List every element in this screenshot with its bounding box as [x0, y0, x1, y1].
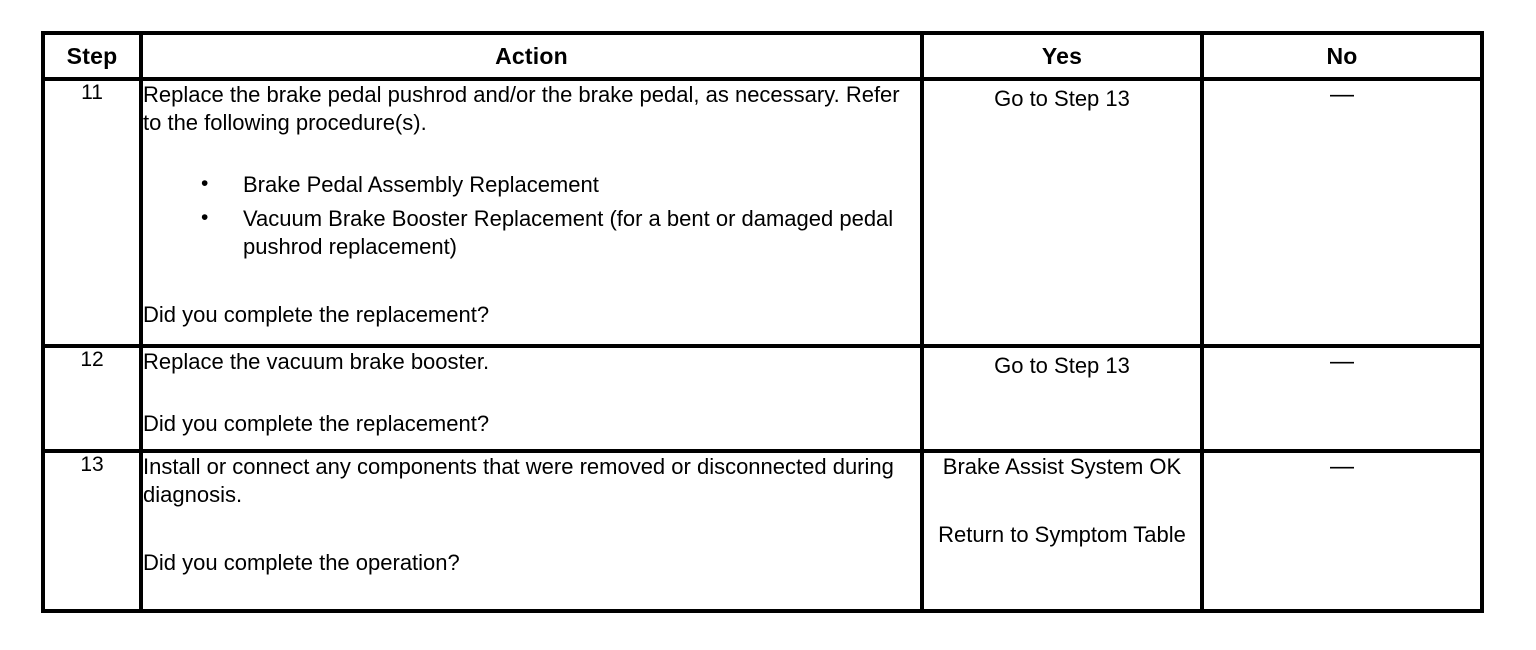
action-question-text: Did you complete the operation? — [143, 550, 460, 575]
diagnostic-steps-table: Step Action Yes No 11 Replace the brake … — [41, 31, 1484, 613]
procedure-list: Brake Pedal Assembly Replacement Vacuum … — [143, 170, 920, 261]
no-cell: — — [1200, 344, 1484, 453]
action-question-text: Did you complete the replacement? — [143, 411, 490, 436]
no-cell: — — [1200, 77, 1484, 348]
yes-result-text: Go to Step 13 — [994, 86, 1130, 111]
no-result-dash: — — [1330, 81, 1354, 108]
column-header-no: No — [1200, 31, 1484, 81]
yes-result-secondary-text: Return to Symptom Table — [938, 522, 1186, 547]
column-header-step: Step — [41, 31, 143, 81]
step-number-cell: 13 — [41, 449, 143, 613]
list-item: Vacuum Brake Booster Replacement (for a … — [201, 204, 920, 261]
table-header-row: Step Action Yes No — [41, 31, 1484, 81]
yes-result-primary-text: Brake Assist System OK — [942, 454, 1182, 479]
action-cell: Install or connect any components that w… — [139, 449, 924, 613]
action-lead-text: Replace the brake pedal pushrod and/or t… — [143, 82, 900, 135]
table-row: 13 Install or connect any components tha… — [41, 449, 1484, 613]
no-result-dash: — — [1330, 348, 1354, 375]
step-number-cell: 11 — [41, 77, 143, 348]
yes-content-stack: Brake Assist System OK Return to Symptom… — [924, 453, 1200, 549]
yes-content-stack: Go to Step 13 — [924, 348, 1200, 380]
action-question-text: Did you complete the replacement? — [143, 302, 490, 327]
column-header-action: Action — [139, 31, 924, 81]
yes-cell: Go to Step 13 — [920, 77, 1204, 348]
table-row: 12 Replace the vacuum brake booster. Did… — [41, 344, 1484, 453]
no-result-dash: — — [1330, 453, 1354, 480]
yes-cell: Brake Assist System OK Return to Symptom… — [920, 449, 1204, 613]
action-lead-text: Replace the vacuum brake booster. — [143, 349, 490, 374]
yes-result-text: Go to Step 13 — [994, 353, 1130, 378]
table-header: Step Action Yes No — [41, 31, 1484, 81]
step-number-cell: 12 — [41, 344, 143, 453]
action-lead-text: Install or connect any components that w… — [143, 454, 894, 507]
table-body: 11 Replace the brake pedal pushrod and/o… — [41, 77, 1484, 613]
yes-content-stack: Go to Step 13 — [924, 81, 1200, 113]
action-cell: Replace the brake pedal pushrod and/or t… — [139, 77, 924, 348]
yes-cell: Go to Step 13 — [920, 344, 1204, 453]
table-row: 11 Replace the brake pedal pushrod and/o… — [41, 77, 1484, 348]
column-header-yes: Yes — [920, 31, 1204, 81]
list-item: Brake Pedal Assembly Replacement — [201, 170, 920, 199]
no-cell: — — [1200, 449, 1484, 613]
action-cell: Replace the vacuum brake booster. Did yo… — [139, 344, 924, 453]
